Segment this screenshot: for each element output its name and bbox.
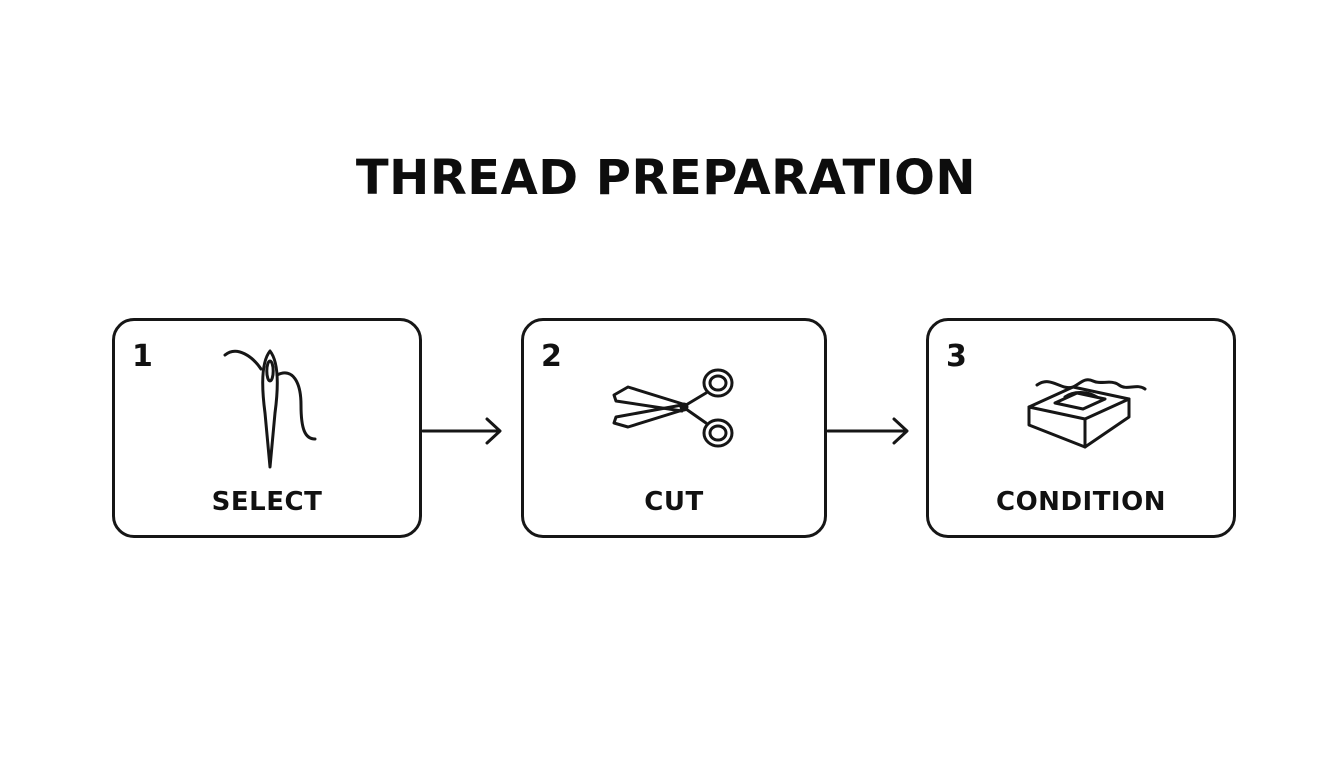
step-number: 1: [132, 339, 153, 374]
step-cut-box: 2 CUT: [521, 318, 827, 538]
arrow-right-icon: [826, 417, 909, 445]
step-condition-box: 3 CONDITION: [926, 318, 1236, 538]
step-number: 2: [541, 339, 562, 374]
step-select-box: 1 SELECT: [112, 318, 422, 538]
step-number: 3: [946, 339, 967, 374]
arrow-right-icon: [421, 417, 502, 445]
thread-conditioner-icon: [1027, 378, 1147, 449]
step-label: CUT: [644, 487, 704, 517]
needle-and-thread-icon: [223, 349, 317, 469]
step-label: CONDITION: [996, 487, 1166, 517]
diagram-title: THREAD PREPARATION: [355, 150, 977, 206]
step-label: SELECT: [211, 487, 323, 517]
scissors-icon: [612, 368, 734, 448]
